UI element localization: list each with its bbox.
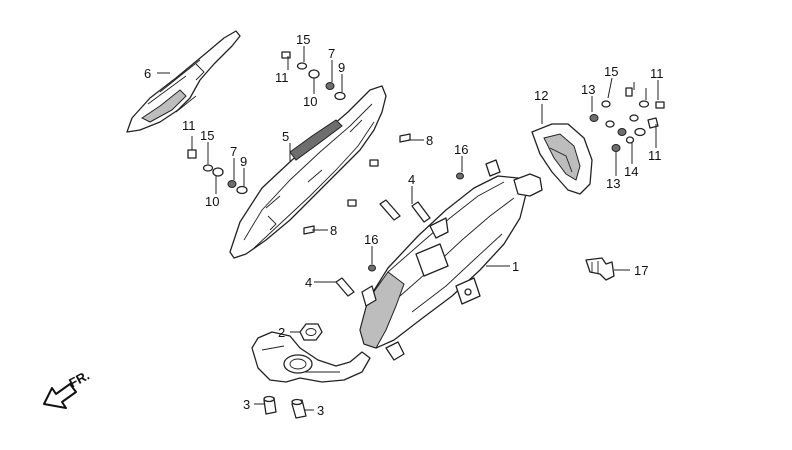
callout-labels: 1 2 3 3 4 4 5 6 7 7 8 8 9 9 10 10 11 11 … — [144, 32, 664, 418]
front-direction-arrow: FR. — [43, 368, 92, 409]
exhaust-pipe — [251, 331, 371, 383]
callout-3-right: 3 — [317, 403, 324, 418]
callout-11-left: 11 — [182, 118, 196, 133]
callout-1: 1 — [512, 259, 519, 274]
callout-15-top: 15 — [296, 32, 310, 47]
gasket — [299, 323, 323, 341]
callout-4-lower: 4 — [305, 275, 312, 290]
callout-11-right-bottom: 11 — [648, 148, 662, 163]
callout-15-left: 15 — [200, 128, 214, 143]
callout-10-top: 10 — [303, 94, 317, 109]
callout-8-lower: 8 — [330, 223, 337, 238]
callout-12: 12 — [534, 88, 548, 103]
callout-17: 17 — [634, 263, 648, 278]
callout-11-top-left: 11 — [275, 70, 289, 85]
callout-9-top: 9 — [338, 60, 345, 75]
callout-7-left: 7 — [230, 144, 237, 159]
callout-6: 6 — [144, 66, 151, 81]
callout-8-upper: 8 — [426, 133, 433, 148]
callout-13-top: 13 — [581, 82, 595, 97]
heat-shield-upper — [126, 30, 241, 133]
callout-3-left: 3 — [243, 397, 250, 412]
leader-lines — [157, 46, 659, 411]
callout-5: 5 — [282, 129, 289, 144]
callout-11-right-top: 11 — [650, 66, 664, 81]
callout-16-upper: 16 — [454, 142, 468, 157]
callout-13-bottom: 13 — [606, 176, 620, 191]
nuts-washers — [202, 62, 650, 272]
callout-4-upper: 4 — [408, 172, 415, 187]
muffler-end-cover — [531, 123, 593, 195]
muffler-body — [359, 159, 543, 361]
callout-14: 14 — [624, 164, 638, 179]
callout-2: 2 — [278, 325, 285, 340]
callout-15-right: 15 — [604, 64, 618, 79]
callout-16-lower: 16 — [364, 232, 378, 247]
callout-9-left: 9 — [240, 154, 247, 169]
oxygen-sensor — [585, 257, 615, 281]
collars — [263, 395, 307, 419]
heat-shield-main — [229, 85, 387, 259]
callout-7-top: 7 — [328, 46, 335, 61]
callout-10-left: 10 — [205, 194, 219, 209]
